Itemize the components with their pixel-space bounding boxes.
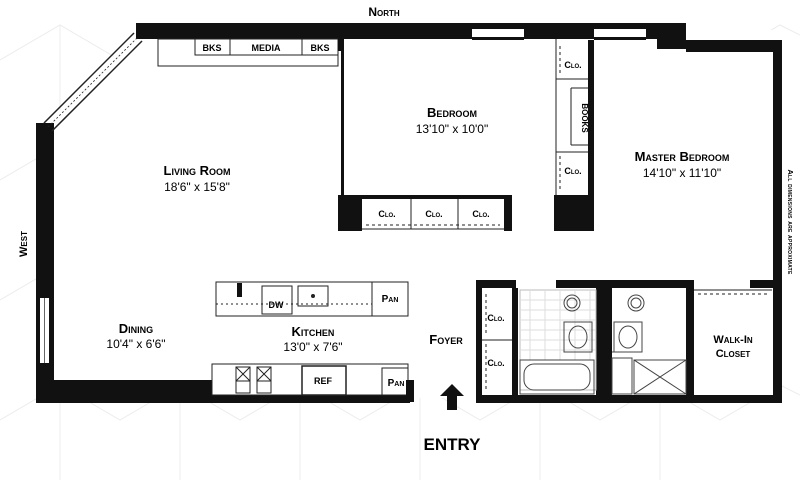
dishwasher-label: DW [269, 300, 284, 310]
master-bedroom-dim: 14'10" x 11'10" [643, 166, 721, 180]
walk-in-closet [694, 289, 772, 295]
approximate-note: All dimensions are approximate [786, 169, 795, 275]
living-room-dim: 18'6" x 15'8" [164, 180, 230, 194]
media-label: MEDIA [252, 43, 282, 53]
bedroom-walls [338, 39, 594, 231]
foyer-closet-bottom-label: Clo. [487, 358, 504, 368]
bks-right-label: BKS [310, 43, 329, 53]
bedroom-closet-2-label: Clo. [425, 209, 442, 219]
bedroom-name: Bedroom [427, 105, 477, 120]
west-label: West [18, 231, 30, 257]
kitchen-counters [211, 281, 409, 396]
foyer-closet-top-label: Clo. [487, 313, 504, 323]
bedroom-side-closet-bottom-label: Clo. [564, 166, 581, 176]
dining-name: Dining [119, 321, 153, 336]
bedroom-closet-1-label: Clo. [378, 209, 395, 219]
foyer-closets [482, 294, 512, 390]
refrigerator-label: REF [314, 376, 333, 386]
north-label: North [368, 5, 400, 19]
walk-in-name-line1: Walk-In [713, 334, 753, 346]
exterior-walls [36, 23, 782, 403]
books-label: BOOKS [580, 103, 589, 133]
bedroom-side-closet-top-label: Clo. [564, 60, 581, 70]
diagonal-window [43, 32, 143, 132]
bks-left-label: BKS [202, 43, 221, 53]
pantry-top-label: Pan [382, 294, 399, 305]
bedroom-closets [362, 39, 588, 230]
entry-arrow [440, 384, 464, 410]
dining-dim: 10'4" x 6'6" [106, 337, 165, 351]
foyer-bath-walls [406, 280, 780, 403]
bathroom [519, 289, 687, 395]
foyer-name: Foyer [429, 332, 463, 347]
bedroom-dim: 13'10" x 10'0" [416, 122, 489, 136]
entry-label: ENTRY [424, 435, 482, 454]
master-bedroom-name: Master Bedroom [635, 149, 730, 164]
living-room-name: Living Room [164, 163, 231, 178]
media-unit [157, 38, 339, 67]
kitchen-dim: 13'0" x 7'6" [283, 340, 342, 354]
walk-in-name-line2: Closet [716, 348, 751, 360]
bedroom-closet-3-label: Clo. [472, 209, 489, 219]
pantry-bottom-label: Pan [388, 378, 405, 389]
kitchen-name: Kitchen [292, 324, 335, 339]
